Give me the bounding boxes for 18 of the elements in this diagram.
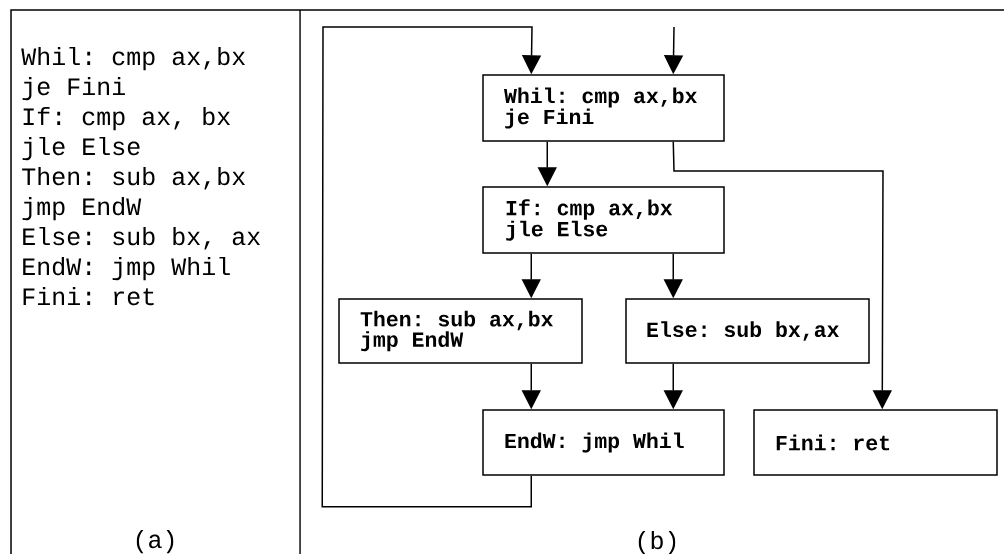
code-box: EndW: jmp Whil (482, 409, 725, 476)
panel-caption: (b) (638, 530, 676, 554)
panel-caption: (a) (136, 529, 174, 554)
code-line: jle Else (22, 136, 140, 161)
code-box: Fini: ret (753, 409, 998, 476)
code-box: Else: sub bx,ax (625, 298, 870, 364)
arrow (321, 26, 542, 508)
code-box: Whil: cmp ax,bx je Fini (482, 74, 725, 142)
code-line: Else: sub bx, ax (23, 226, 261, 250)
code-line: Fini: ret (23, 286, 154, 306)
code-box: If: cmp ax,bx jle Else (482, 186, 725, 254)
code-line: EndW: jmp Whil (23, 256, 230, 281)
code-line: Whil: cmp ax,bx (21, 46, 246, 71)
code-line: If: cmp ax, bx (23, 106, 231, 131)
code-box: Then: sub ax,bx jmp EndW (338, 298, 583, 364)
code-line: jmp EndW (22, 196, 142, 221)
code-line: je Fini (22, 76, 125, 101)
code-line: Then: sub ax,bx (22, 166, 246, 190)
